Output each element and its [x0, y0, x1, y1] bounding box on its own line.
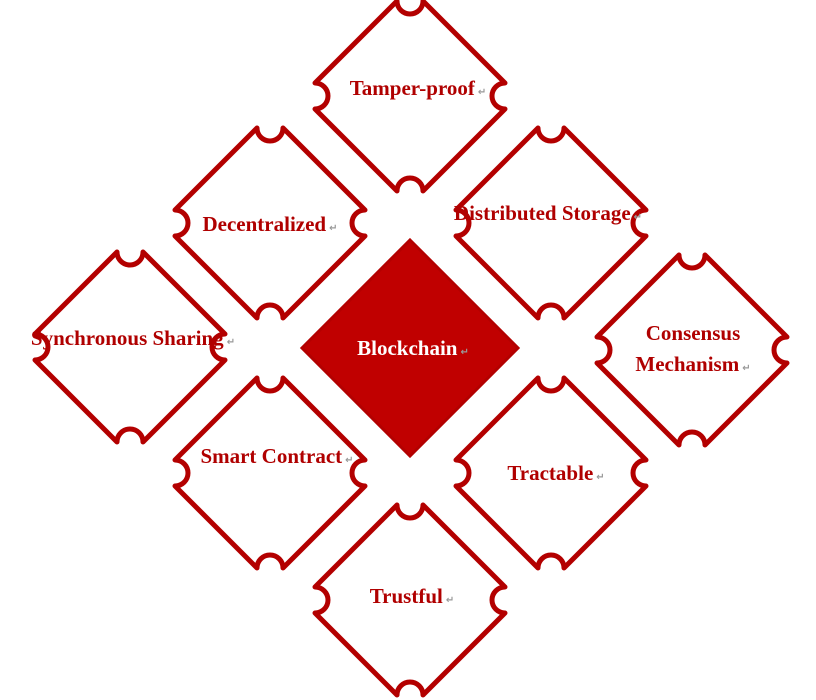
node-label-tamper-proof: Tamper-proof↵ — [350, 76, 487, 100]
return-mark-icon: ↵ — [227, 337, 235, 348]
return-mark-icon: ↵ — [460, 347, 468, 358]
return-mark-icon: ↵ — [742, 363, 750, 374]
node-label-consensus-mechanism: Consensus — [646, 321, 741, 345]
node-label-synchronous-sharing: Synchronous Sharing↵ — [31, 326, 235, 350]
node-frame-tractable — [453, 375, 649, 571]
node-tamper-proof: Tamper-proof↵ — [312, 0, 508, 194]
node-frame-decentralized — [172, 125, 368, 321]
node-label-trustful: Trustful↵ — [370, 584, 455, 608]
return-mark-icon: ↵ — [446, 595, 454, 606]
node-label-smart-contract: Smart Contract↵ — [200, 444, 353, 468]
center-node: Blockchain↵ — [299, 237, 521, 459]
node-frame-consensus-mechanism — [594, 252, 790, 448]
node-synchronous-sharing: Synchronous Sharing↵ — [31, 249, 235, 445]
center-frame — [299, 237, 521, 459]
return-mark-icon: ↵ — [478, 87, 486, 98]
node-frame-smart-contract — [172, 375, 368, 571]
return-mark-icon: ↵ — [345, 455, 353, 466]
node-smart-contract: Smart Contract↵ — [172, 375, 368, 571]
node-label-distributed-storage: Distributed Storage↵ — [454, 201, 642, 225]
node-label-tractable: Tractable↵ — [507, 461, 604, 485]
node-frame-tamper-proof — [312, 0, 508, 194]
return-mark-icon: ↵ — [634, 212, 642, 223]
return-mark-icon: ↵ — [329, 223, 337, 234]
node-frame-trustful — [312, 502, 508, 698]
node-tractable: Tractable↵ — [453, 375, 649, 571]
node-label-consensus-mechanism: Mechanism↵ — [635, 352, 750, 376]
return-mark-icon: ↵ — [596, 472, 604, 483]
center-label: Blockchain↵ — [357, 336, 469, 360]
node-distributed-storage: Distributed Storage↵ — [453, 125, 649, 321]
feature-nodes: Tamper-proof↵ Decentralized↵ Distributed S… — [31, 0, 790, 698]
node-frame-distributed-storage — [453, 125, 649, 321]
node-frame-synchronous-sharing — [32, 249, 228, 445]
node-decentralized: Decentralized↵ — [172, 125, 368, 321]
node-label-decentralized: Decentralized↵ — [202, 212, 337, 236]
node-trustful: Trustful↵ — [312, 502, 508, 698]
